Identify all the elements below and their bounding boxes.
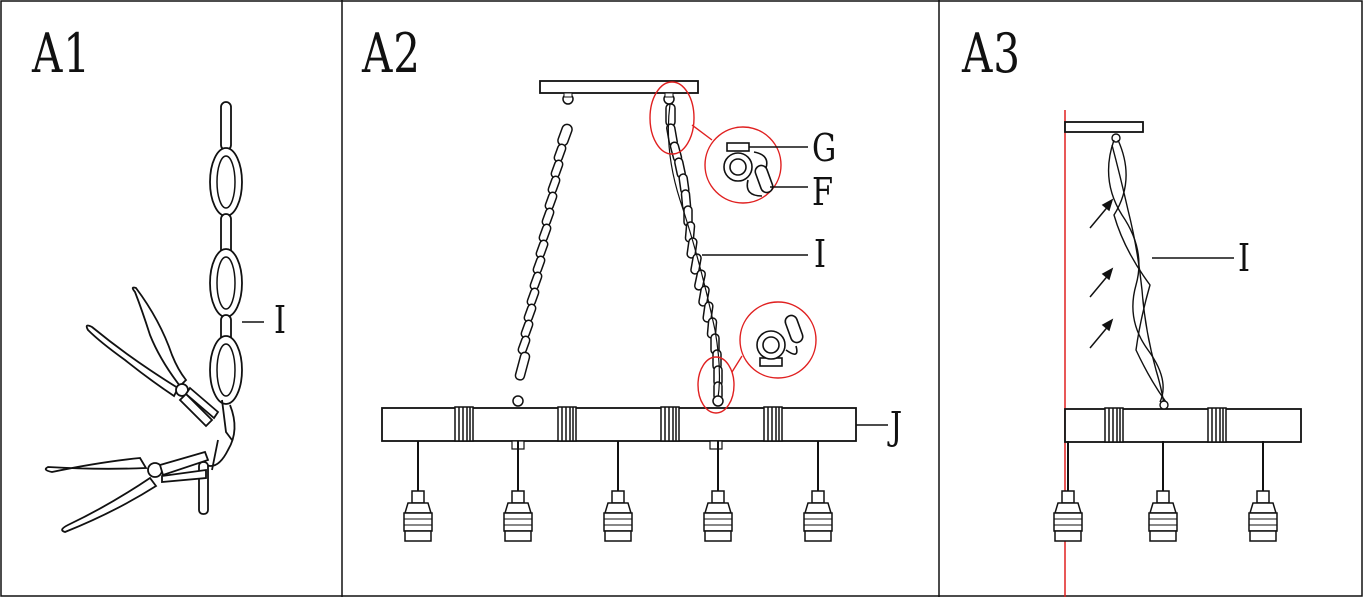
callout-a2-j: J xyxy=(890,404,903,448)
a2-ceiling-canopy-icon xyxy=(539,80,699,105)
a1-chain-icon xyxy=(198,101,243,515)
a2-left-chain-icon xyxy=(514,123,573,381)
a2-detail-g-f-icon xyxy=(723,142,774,197)
callout-a2-f: F xyxy=(812,170,834,214)
a3-ceiling-canopy-icon xyxy=(1064,121,1144,143)
callout-a3-i: I xyxy=(1238,236,1251,280)
a2-leader-lines xyxy=(702,146,888,426)
panel-title-a2: A2 xyxy=(362,22,421,85)
a3-wooden-beam-icon xyxy=(1064,400,1302,443)
a2-detail-hook-icon xyxy=(756,314,804,367)
a3-lamp-socket-icon xyxy=(1053,440,1278,542)
a2-lamp-socket-icon xyxy=(403,440,833,542)
callout-a2-i: I xyxy=(814,232,827,276)
callout-a1-i: I xyxy=(274,298,287,342)
a2-highlight-circles xyxy=(649,81,817,414)
callout-a2-g: G xyxy=(812,126,837,170)
a3-chain-icon xyxy=(1107,139,1167,406)
a2-hook-icon xyxy=(512,395,724,407)
panel-title-a1: A1 xyxy=(32,22,91,85)
a1-pliers-icon xyxy=(44,286,220,533)
a2-right-chain-icon xyxy=(665,103,723,401)
panel-title-a3: A3 xyxy=(962,22,1021,85)
a3-up-arrow-icon xyxy=(1089,198,1114,349)
